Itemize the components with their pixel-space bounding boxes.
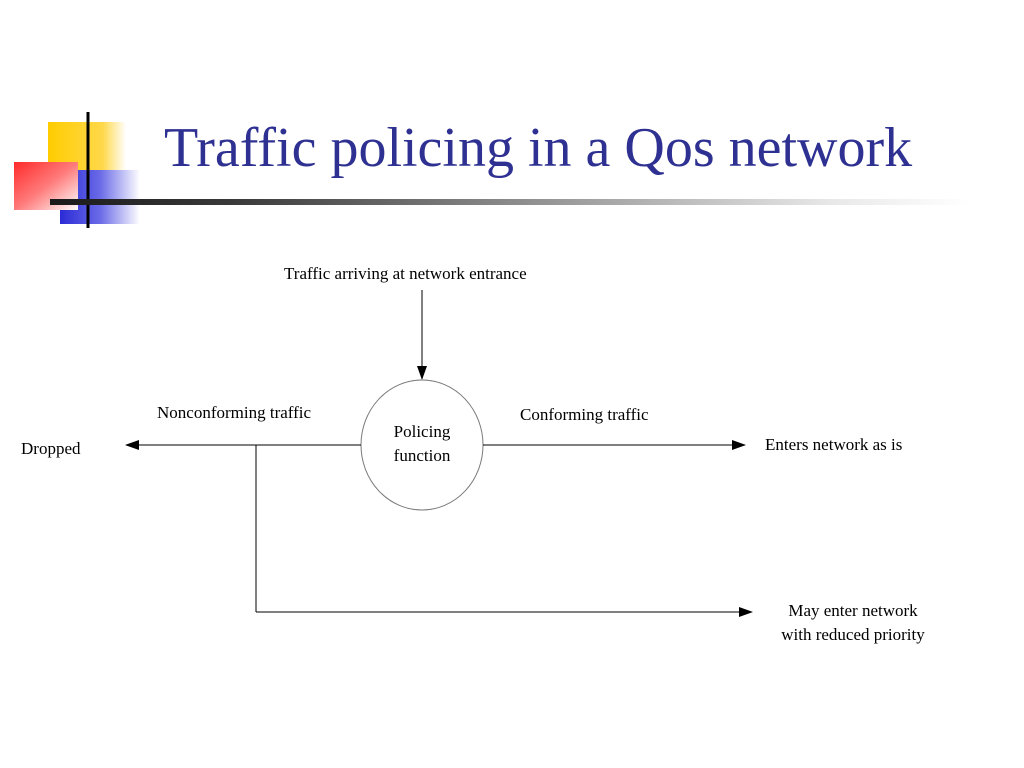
- reduced-priority-line2: with reduced priority: [781, 625, 925, 644]
- slide-title: Traffic policing in a Qos network: [164, 117, 913, 179]
- reduced-priority-label: May enter network with reduced priority: [758, 599, 948, 647]
- enters-network-label: Enters network as is: [765, 433, 903, 457]
- conforming-traffic-label: Conforming traffic: [520, 403, 649, 427]
- slide-decoration: [14, 112, 140, 228]
- input-traffic-label: Traffic arriving at network entrance: [284, 262, 527, 286]
- title-underline: [50, 199, 970, 205]
- dropped-label: Dropped: [21, 437, 81, 461]
- reduced-priority-line1: May enter network: [788, 601, 918, 620]
- policing-function-label: Policing function: [362, 420, 482, 468]
- policing-function-line2: function: [393, 446, 451, 465]
- policing-function-line1: Policing: [393, 422, 451, 441]
- nonconforming-traffic-label: Nonconforming traffic: [157, 401, 312, 425]
